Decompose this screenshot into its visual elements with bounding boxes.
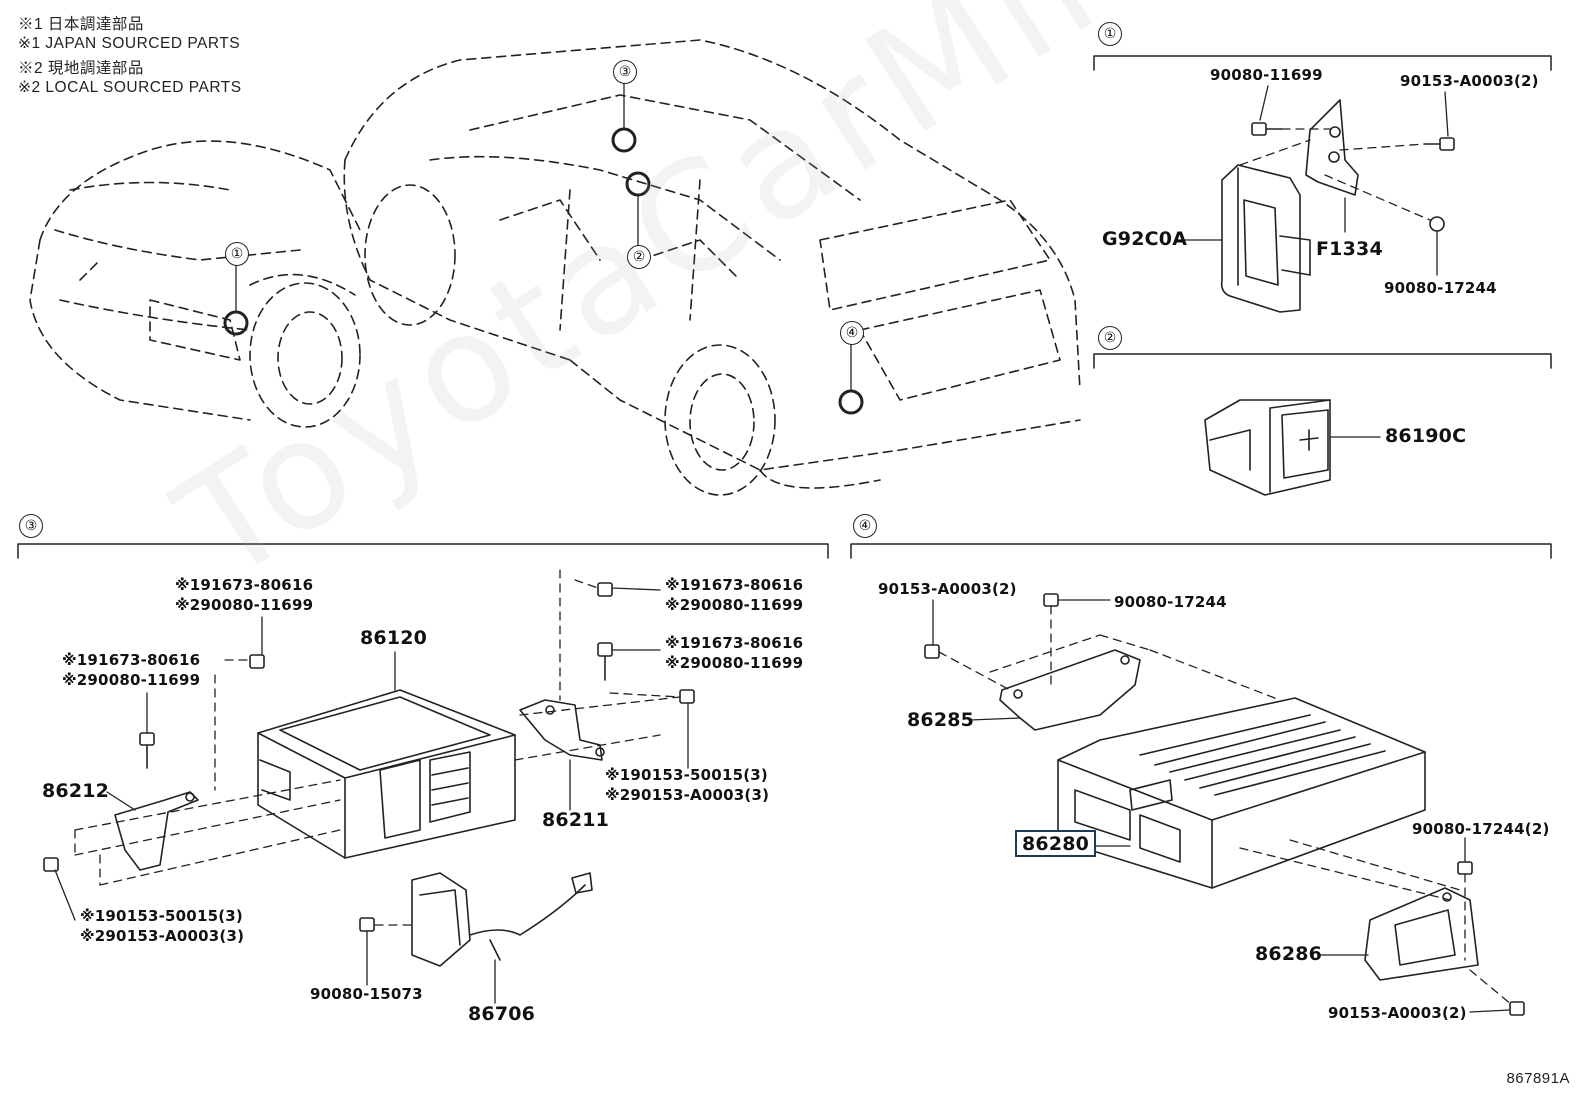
label-s3-top-left-2[interactable]: ※290080-11699 — [175, 596, 314, 614]
label-90153-A0003-2-top[interactable]: 90153-A0003(2) — [1400, 72, 1539, 90]
label-s3-left-2[interactable]: ※290080-11699 — [62, 671, 201, 689]
bolt-90080-11699 — [1251, 122, 1283, 136]
bracket-86212 — [114, 791, 199, 871]
ecu-86280 — [1057, 697, 1426, 889]
location-markers — [223, 127, 864, 415]
location-marker-1 — [223, 310, 249, 336]
bracket-86211 — [519, 699, 603, 761]
label-86190C[interactable]: 86190C — [1385, 425, 1467, 447]
label-86211[interactable]: 86211 — [542, 809, 610, 831]
callout-1-vehicle: ① — [225, 242, 249, 266]
module-g92c0a — [1220, 164, 1301, 313]
bolt-90153-A0003 — [1424, 137, 1455, 151]
bracket-86285 — [999, 649, 1141, 731]
label-s3-left-1[interactable]: ※191673-80616 — [62, 651, 201, 669]
bracket-f1334 — [1305, 99, 1359, 196]
label-s3-top-left-1[interactable]: ※191673-80616 — [175, 576, 314, 594]
section4-bolts — [924, 593, 1525, 1016]
label-86286[interactable]: 86286 — [1255, 943, 1323, 965]
label-s3-top-right-1[interactable]: ※191673-80616 — [665, 576, 804, 594]
section2-usb-port — [1204, 399, 1381, 496]
label-G92C0A[interactable]: G92C0A — [1102, 228, 1188, 250]
nut-90080-17244 — [1429, 216, 1445, 232]
label-s3-right-2[interactable]: ※290080-11699 — [665, 654, 804, 672]
section3-parts — [43, 569, 695, 1004]
bracket-3 — [17, 543, 829, 559]
vehicle-rear-drawing — [343, 39, 1081, 489]
bracket-86286 — [1364, 887, 1479, 981]
callout-2-vehicle: ② — [627, 245, 651, 269]
label-s3-bottom-left-1[interactable]: ※190153-50015(3) — [80, 907, 243, 925]
legend-line-1: ※1 日本調達部品 — [18, 16, 144, 33]
label-86285[interactable]: 86285 — [907, 709, 975, 731]
section-3-marker: ③ — [19, 514, 43, 538]
vehicle-rear-wheels — [364, 184, 776, 496]
label-90153-A0003-2-s4-bottom[interactable]: 90153-A0003(2) — [1328, 1004, 1467, 1022]
label-90080-17244-s4[interactable]: 90080-17244 — [1114, 593, 1227, 611]
section-2-marker: ② — [1098, 326, 1122, 350]
callout-3-vehicle: ③ — [613, 60, 637, 84]
label-s3-top-right-2[interactable]: ※290080-11699 — [665, 596, 804, 614]
vehicle-front-drawing — [29, 140, 361, 421]
section1-parts — [1176, 85, 1455, 313]
label-86120[interactable]: 86120 — [360, 627, 428, 649]
label-s3-bottom-left-2[interactable]: ※290153-A0003(3) — [80, 927, 245, 945]
section4-parts — [924, 593, 1525, 1016]
label-86212[interactable]: 86212 — [42, 780, 110, 802]
label-90080-15073[interactable]: 90080-15073 — [310, 985, 423, 1003]
label-s3-bottom-right-2[interactable]: ※290153-A0003(3) — [605, 786, 770, 804]
label-s3-bottom-right-1[interactable]: ※190153-50015(3) — [605, 766, 768, 784]
section-4-marker: ④ — [853, 514, 877, 538]
diagram-code: 867891A — [1506, 1070, 1570, 1087]
antenna-86706 — [411, 872, 593, 967]
legend-line-4: ※2 LOCAL SOURCED PARTS — [18, 79, 242, 96]
label-90080-11699[interactable]: 90080-11699 — [1210, 66, 1323, 84]
callout-4-vehicle: ④ — [840, 321, 864, 345]
label-F1334[interactable]: F1334 — [1316, 238, 1383, 260]
legend-line-2: ※1 JAPAN SOURCED PARTS — [18, 35, 241, 52]
location-marker-4 — [838, 389, 864, 415]
label-90080-17244-top[interactable]: 90080-17244 — [1384, 279, 1497, 297]
location-leaders — [235, 81, 852, 392]
vehicle-front-wheel — [249, 273, 361, 428]
bracket-2 — [1093, 353, 1552, 369]
bracket-4 — [850, 543, 1552, 559]
label-s3-right-1[interactable]: ※191673-80616 — [665, 634, 804, 652]
label-90153-A0003-2-s4-top[interactable]: 90153-A0003(2) — [878, 580, 1017, 598]
radio-unit-86120 — [257, 689, 516, 859]
label-86706[interactable]: 86706 — [468, 1003, 536, 1025]
label-86280-highlighted[interactable]: 86280 — [1015, 830, 1097, 857]
legend-line-3: ※2 現地調達部品 — [18, 60, 144, 77]
location-marker-3 — [611, 127, 637, 153]
label-90080-17244-2[interactable]: 90080-17244(2) — [1412, 820, 1550, 838]
section-brackets — [17, 55, 1552, 559]
section-1-marker: ① — [1098, 22, 1122, 46]
bracket-1 — [1093, 55, 1552, 71]
